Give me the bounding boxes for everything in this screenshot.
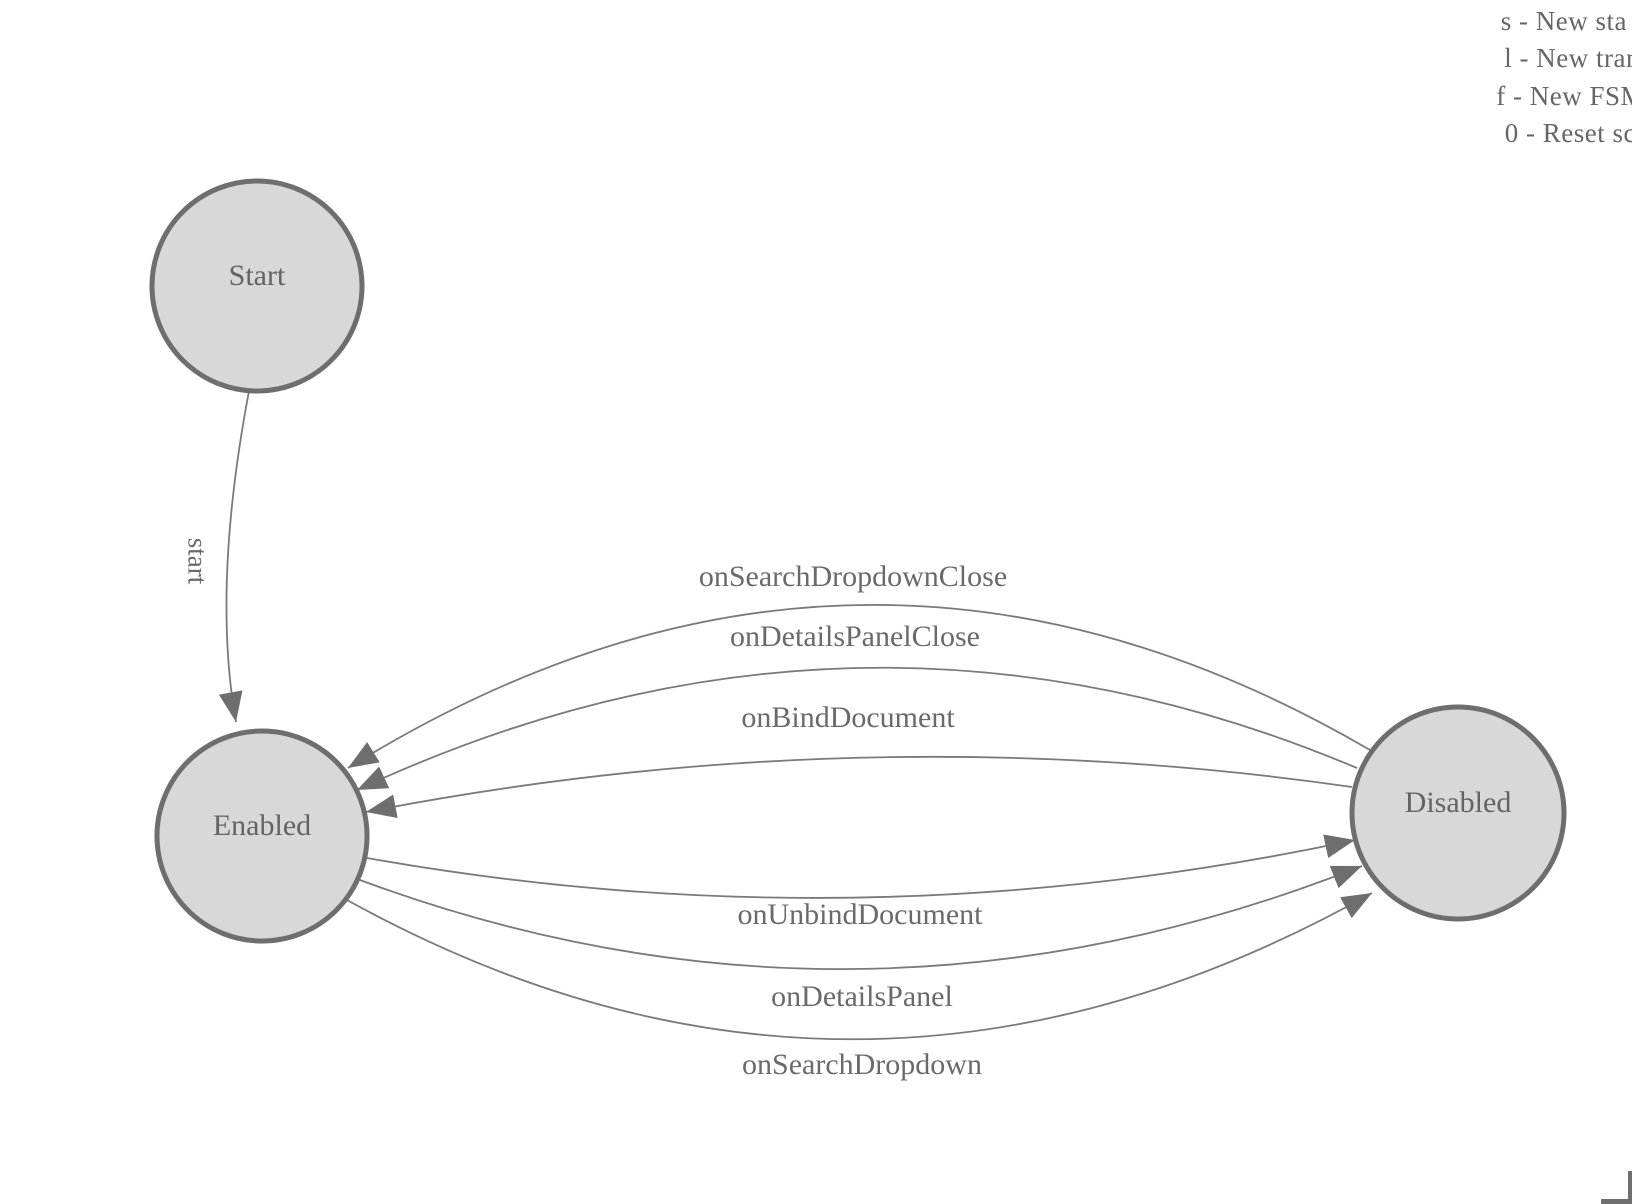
state-label-disabled: Disabled: [1404, 786, 1512, 819]
transition-label-start[interactable]: start: [182, 537, 213, 585]
transition-onUnbindDocument-edge[interactable]: [366, 834, 1356, 899]
transition-label-onBindDocument[interactable]: onBindDocument: [741, 701, 955, 734]
state-node-disabled[interactable]: [1349, 704, 1567, 922]
transition-onSearchDropdown-edge[interactable]: [346, 892, 1373, 1041]
transition-label-onSearchDropdown[interactable]: onSearchDropdown: [742, 1048, 982, 1081]
transition-label-onSearchDropdownClose[interactable]: onSearchDropdownClose: [698, 560, 1008, 593]
transition-label-onUnbindDocument[interactable]: onUnbindDocument: [737, 898, 983, 931]
transition-label-onDetailsPanelClose[interactable]: onDetailsPanelClose: [730, 620, 980, 653]
legend-line-new-transition: l - New tran: [1504, 43, 1632, 73]
transition-label-onDetailsPanel[interactable]: onDetailsPanel: [771, 980, 953, 1013]
state-node-enabled[interactable]: [154, 728, 370, 944]
transition-onSearchDropdownClose-edge[interactable]: [347, 604, 1371, 769]
state-node-start[interactable]: [149, 178, 365, 394]
state-label-start: Start: [228, 259, 286, 292]
legend-line-new-state: s - New sta: [1500, 6, 1627, 36]
paper-corner-horizontal-bar: [1601, 1199, 1632, 1204]
state-label-enabled: Enabled: [212, 809, 312, 842]
transition-onBindDocument-edge[interactable]: [365, 755, 1353, 819]
legend-line-new-fsm: f - New FSM: [1496, 81, 1632, 111]
paper-corner-vertical-bar: [1628, 1171, 1632, 1204]
legend-line-reset: 0 - Reset sc: [1504, 118, 1632, 148]
transition-start-edge[interactable]: [218, 390, 250, 723]
transition-onDetailsPanelClose-edge[interactable]: [356, 666, 1358, 791]
transition-onDetailsPanel-edge[interactable]: [359, 865, 1363, 971]
